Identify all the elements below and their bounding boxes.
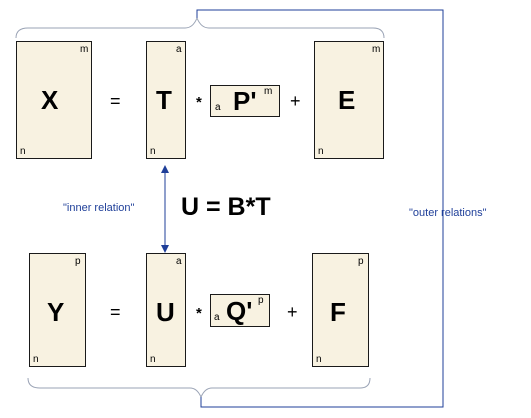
equals-top: =	[110, 91, 121, 111]
matrix-u-rows: n	[150, 354, 156, 365]
inner-relation-arrow	[161, 165, 169, 253]
matrix-f-symbol: F	[330, 297, 346, 327]
matrix-q-transposed	[210, 294, 270, 327]
matrix-p-transposed	[210, 85, 280, 117]
times-top: *	[196, 94, 202, 111]
matrix-p-symbol: P'	[233, 86, 257, 116]
matrix-e-symbol: E	[338, 85, 356, 115]
matrix-t-rows: n	[150, 146, 156, 157]
matrix-x-cols: m	[80, 44, 89, 55]
matrix-e-rows: n	[318, 146, 324, 157]
equals-bottom: =	[110, 302, 121, 322]
matrix-f-cols: p	[358, 256, 364, 267]
matrix-p-cols: m	[264, 86, 273, 97]
plus-bottom: +	[287, 302, 298, 322]
matrix-y-symbol: Y	[47, 297, 65, 327]
matrix-y-cols: p	[75, 256, 81, 267]
matrix-f	[312, 253, 369, 367]
times-bottom: *	[196, 305, 202, 322]
outer-relations-connector	[196, 9, 444, 408]
plus-top: +	[290, 91, 301, 111]
top-brace	[15, 16, 385, 39]
matrix-u	[146, 253, 186, 367]
inner-relation-equation: U = B*T	[181, 193, 271, 221]
matrix-y-rows: n	[33, 354, 39, 365]
matrix-y	[29, 253, 86, 367]
matrix-q-cols: p	[258, 295, 264, 306]
matrix-p-rows: a	[215, 102, 221, 113]
matrix-t	[146, 41, 186, 159]
matrix-t-symbol: T	[156, 85, 172, 115]
matrix-t-cols: a	[176, 44, 182, 55]
matrix-x-symbol: X	[41, 85, 59, 115]
matrix-x-rows: n	[20, 146, 26, 157]
matrix-x	[16, 41, 92, 159]
matrix-f-rows: n	[316, 354, 322, 365]
matrix-q-symbol: Q'	[226, 296, 253, 326]
matrix-q-rows: a	[214, 312, 220, 323]
inner-relation-label: "inner relation"	[63, 202, 135, 214]
bottom-brace	[27, 377, 371, 399]
matrix-u-cols: a	[176, 256, 182, 267]
outer-relations-label: "outer relations"	[409, 207, 487, 219]
matrix-u-symbol: U	[156, 297, 175, 327]
matrix-e	[314, 41, 384, 159]
matrix-e-cols: m	[372, 44, 381, 55]
